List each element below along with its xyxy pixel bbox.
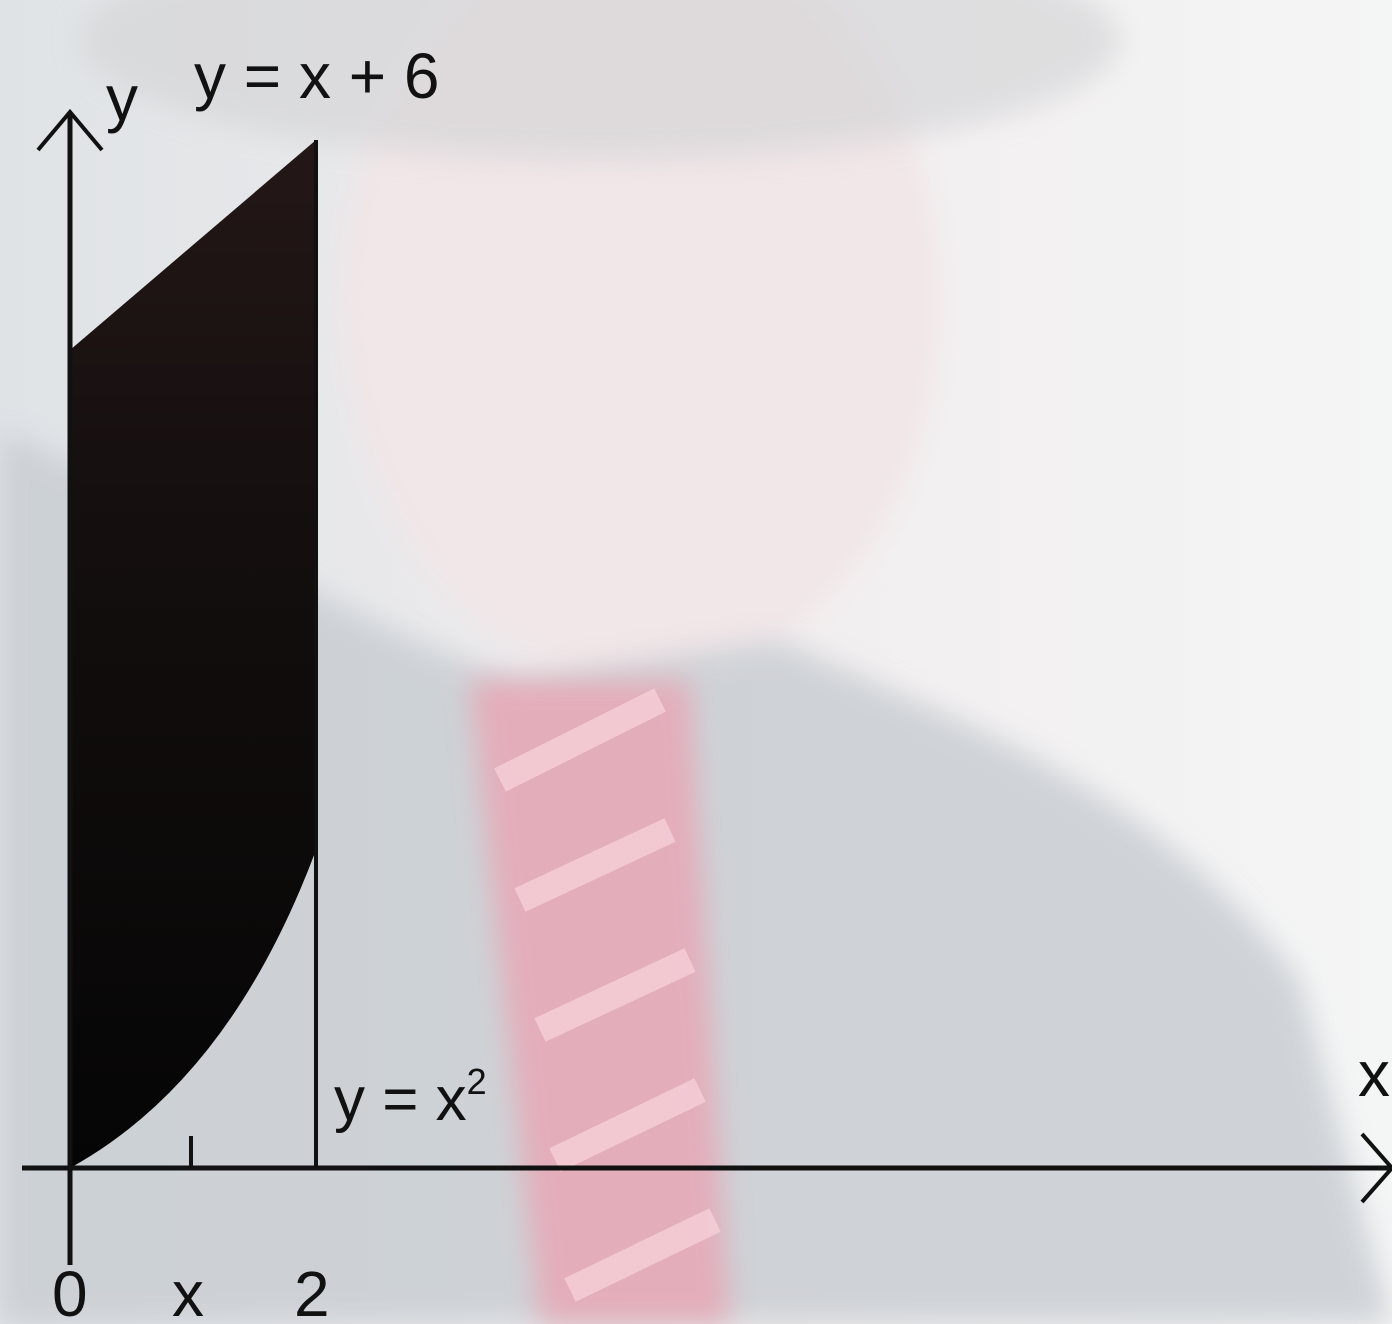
x-axis-label: x [1358,1038,1390,1110]
line-label: y = x + 6 [194,40,439,112]
x-axis-arrowhead [1360,1132,1392,1204]
x-tick-label: x [172,1258,204,1324]
face-shape [340,0,940,680]
parabola-label-base: y = x [334,1065,467,1134]
parabola-label-exponent: 2 [467,1061,487,1102]
y-axis-arrowhead [36,108,104,152]
hair-shape [80,0,1120,160]
parabola-label: y = x2 [334,1061,487,1134]
necktie-stripes [494,688,721,1302]
shaded-region [70,140,316,1168]
two-tick-label: 2 [294,1258,330,1324]
y-axis-label: y [106,62,138,134]
origin-label: 0 [52,1258,88,1324]
